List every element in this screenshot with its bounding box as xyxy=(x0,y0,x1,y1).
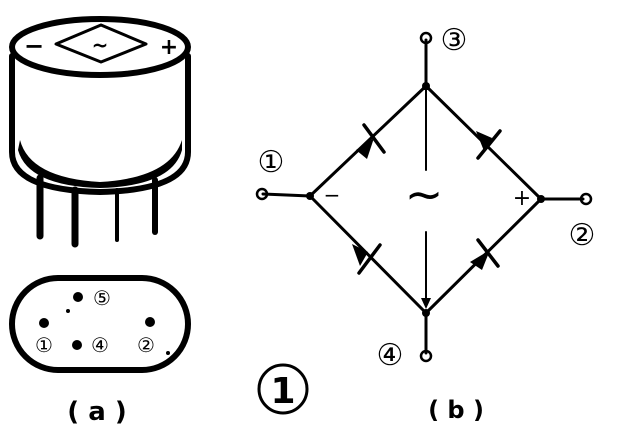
junction-right xyxy=(537,195,545,203)
junction-left xyxy=(306,192,314,200)
junction-bottom xyxy=(422,309,430,317)
bridge-edge-left-top xyxy=(308,84,428,198)
diode-bottom-right xyxy=(470,238,500,270)
junction-top xyxy=(422,82,430,90)
bridge-schematic: − + ~ ① ② ③ ④ xyxy=(255,23,596,373)
terminal-3-pad xyxy=(419,31,433,45)
bridge-minus-sign: − xyxy=(324,183,341,207)
terminal-1-label: ① xyxy=(258,145,285,180)
bottom-pin-label-5: ⑤ xyxy=(93,286,111,310)
pin-hole-1 xyxy=(39,318,49,328)
bottom-pin-label-1: ① xyxy=(35,333,53,357)
bottom-pin-label-4: ④ xyxy=(91,333,109,357)
ac-symbol: ~ xyxy=(405,167,444,221)
pin-hole-4 xyxy=(72,340,82,350)
diode-top-right xyxy=(476,129,502,160)
caption-a: ( a ) xyxy=(67,397,126,427)
bottom-view-outline xyxy=(9,275,191,373)
bridge-edge-left-bottom xyxy=(308,194,428,315)
figure-number: 1 xyxy=(257,363,309,415)
pin-hole-5 xyxy=(73,292,83,302)
diode-left-bottom xyxy=(352,243,382,275)
terminal-4-label: ④ xyxy=(377,338,404,373)
bottom-pin-label-2: ② xyxy=(137,333,155,357)
terminal-3-label: ③ xyxy=(441,23,468,58)
terminal-2-pad xyxy=(579,192,593,206)
caption-b: ( b ) xyxy=(428,396,484,424)
component-cylinder-body xyxy=(9,53,191,195)
terminal-1-pad xyxy=(255,187,269,201)
lead-terminal-1 xyxy=(261,192,312,198)
component-bottom-view: ① ④ ② ⑤ xyxy=(9,275,191,373)
terminal-4-pad xyxy=(419,349,433,363)
top-plus-label: + xyxy=(160,35,178,60)
pin-hole-2 xyxy=(145,317,155,327)
bridge-plus-sign: + xyxy=(513,186,531,211)
top-minus-label: − xyxy=(24,32,44,60)
diamond-mark-text: ~ xyxy=(92,33,109,57)
pin-hole-marker xyxy=(66,309,70,313)
diamond-marking xyxy=(54,23,148,64)
pin-hole-marker xyxy=(166,351,170,355)
component-shadow xyxy=(18,140,182,188)
component-3d-view: ~ − + xyxy=(9,16,191,248)
diode-left-top xyxy=(356,123,386,159)
component-top-face xyxy=(9,16,191,78)
figure-number-text: 1 xyxy=(270,371,295,412)
ac-arrow-bottom-head xyxy=(421,298,431,309)
terminal-2-label: ② xyxy=(569,218,596,253)
